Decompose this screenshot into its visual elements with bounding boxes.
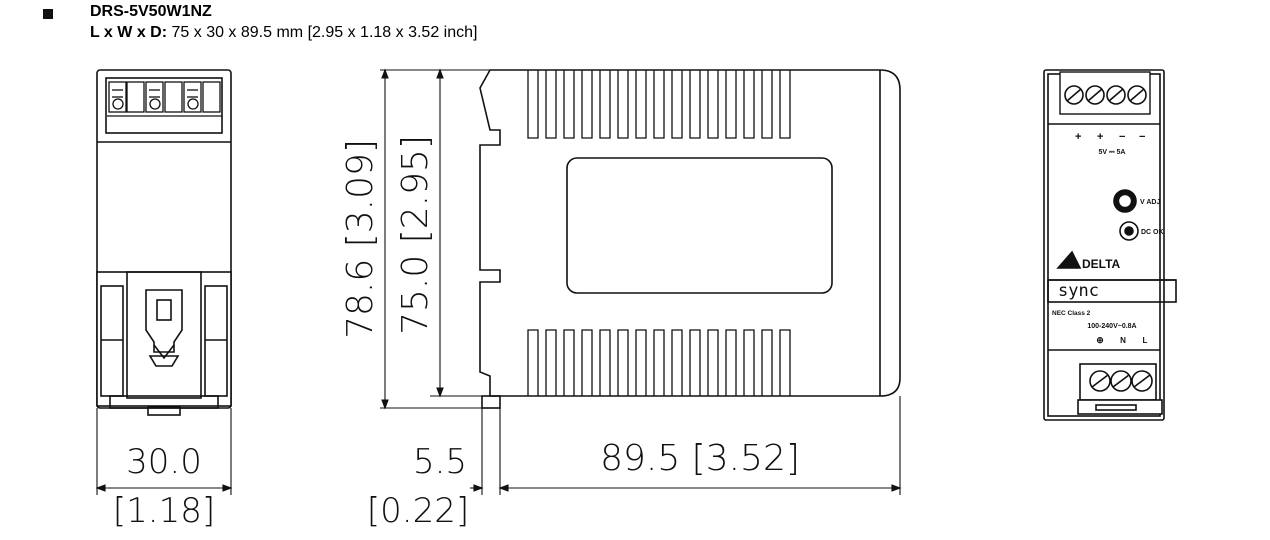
plus-terminal-1: + <box>1075 131 1081 143</box>
body-height-label: 75.0 [2.95] <box>395 135 436 335</box>
brand-logo: DELTA <box>1082 257 1121 271</box>
dcok-label: DC OK <box>1141 229 1164 236</box>
vadj-label: V ADJ <box>1140 199 1160 206</box>
panel-view <box>1043 69 1177 421</box>
width-mm-label: 30.0 <box>126 442 202 482</box>
bottom-vents <box>527 329 791 396</box>
side-view <box>96 69 232 416</box>
front-view <box>479 69 901 409</box>
width-in-label: [1.18] <box>113 491 215 531</box>
input-rating: 100-240V~0.8A <box>1087 323 1136 330</box>
dimensions-summary: L x W x D: 75 x 30 x 89.5 mm [2.95 x 1.1… <box>90 24 477 42</box>
minus-terminal-1: − <box>1119 131 1125 143</box>
model-title: DRS-5V50W1NZ <box>90 3 212 20</box>
dims-label: L x W x D: <box>90 24 168 41</box>
output-rating: 5V ⎓ 5A <box>1099 149 1126 156</box>
clip-mm-label: 5.5 <box>413 442 467 482</box>
bullet-icon <box>43 9 53 19</box>
minus-terminal-2: − <box>1139 131 1145 143</box>
ground-symbol: ⊕ <box>1096 335 1104 345</box>
neutral-label: N <box>1120 336 1126 345</box>
header: DRS-5V50W1NZ L x W x D: 75 x 30 x 89.5 m… <box>0 0 1270 50</box>
clip-in-label: [0.22] <box>367 491 469 531</box>
top-vents <box>527 70 791 139</box>
depth-label: 89.5 [3.52] <box>600 438 800 479</box>
line-label: L <box>1143 336 1148 345</box>
plus-terminal-2: + <box>1097 131 1103 143</box>
nec-label: NEC Class 2 <box>1052 310 1091 317</box>
total-height-label: 78.6 [3.09] <box>340 139 381 339</box>
dims-value: 75 x 30 x 89.5 mm [2.95 x 1.18 x 3.52 in… <box>171 24 478 41</box>
series-logo: sync <box>1058 281 1099 301</box>
